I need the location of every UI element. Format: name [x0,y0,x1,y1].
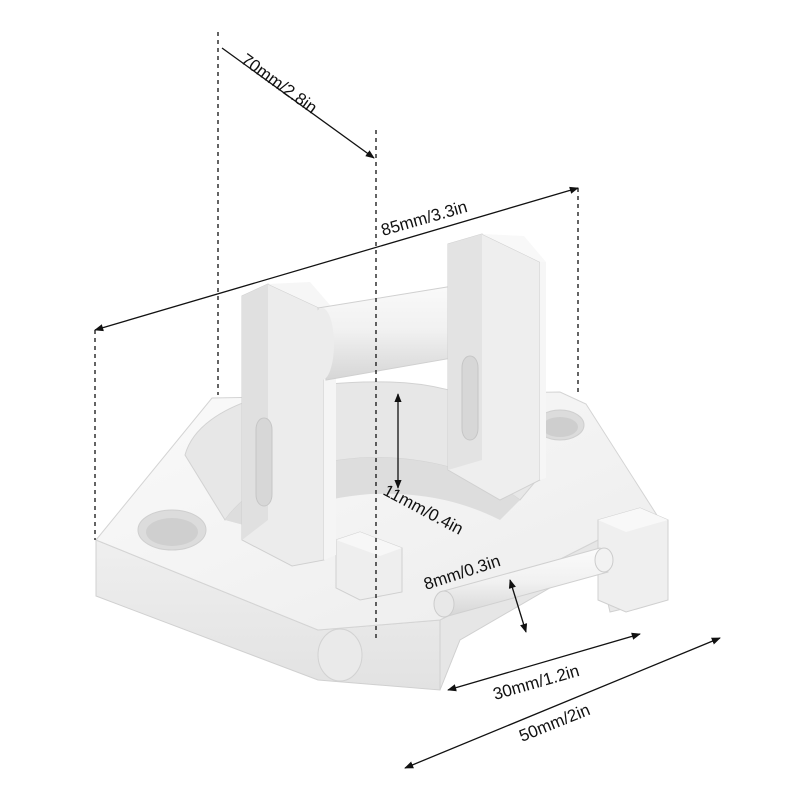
dimension-lines [94,32,721,769]
dim-arrow-70mm [221,47,375,159]
base-plate [95,381,669,691]
right-upright [447,233,546,501]
dim-label-70mm: 70mm/2.8in [238,50,321,118]
dim-label-30mm: 30mm/1.2in [491,661,582,704]
dim-arrow-85mm [94,186,579,332]
dim-arrow-8mm [508,579,528,633]
dim-arrow-50mm [404,637,721,769]
